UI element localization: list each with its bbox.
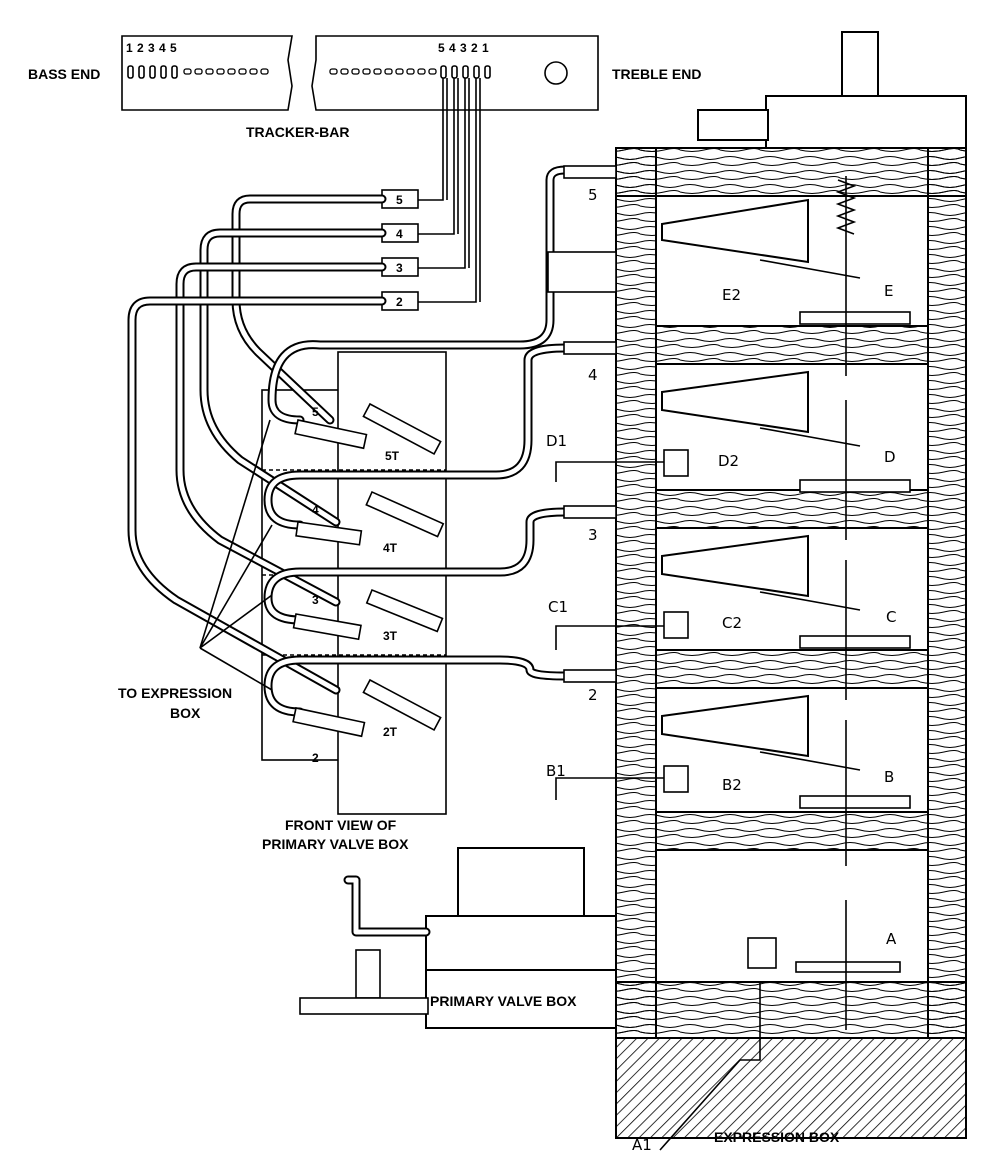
valve-c: C <box>886 608 896 626</box>
tracker-bar-label: TRACKER-BAR <box>246 124 349 140</box>
valve-port-5: 5 <box>312 405 319 419</box>
expression-box: 5 4 3 2 E2 D2 C2 B2 E D C B A D1 C1 B1 A… <box>546 31 967 1154</box>
stem-a1: A1 <box>632 1136 652 1154</box>
tube-tag-3: 3 <box>396 261 403 275</box>
valve-a: A <box>886 930 897 948</box>
tube-tag-5: 5 <box>396 193 403 207</box>
treble-hole-3: 3 <box>460 41 467 55</box>
bass-hole-numbers: 1 2 3 4 5 <box>126 41 177 55</box>
treble-hole-4: 4 <box>449 41 456 55</box>
valve-nozzles: 5 4 3 2 5T 4T 3T 2T <box>292 402 445 765</box>
lever-d2: D2 <box>718 452 739 470</box>
front-view-label-1: FRONT VIEW OF <box>285 817 397 833</box>
valve-port-4t: 4T <box>383 541 398 555</box>
to-expression-label-2: BOX <box>170 705 201 721</box>
stem-b1: B1 <box>546 762 566 780</box>
valve-b: B <box>884 768 894 786</box>
tube-tag-2: 2 <box>396 295 403 309</box>
valve-discs <box>795 176 911 1030</box>
lever-e2: E2 <box>722 286 741 304</box>
bass-hole-2: 2 <box>137 41 144 55</box>
valve-e: E <box>884 282 893 300</box>
valve-port-2t: 2T <box>383 725 398 739</box>
tracker-bar: 1 2 3 4 5 5 4 3 2 1 <box>121 35 599 111</box>
side-port-4: 4 <box>588 366 598 384</box>
valve-port-5t: 5T <box>385 449 400 463</box>
tubes-left <box>127 194 387 695</box>
pneumatics <box>661 198 861 771</box>
treble-hole-2: 2 <box>471 41 478 55</box>
shelves <box>655 325 929 851</box>
stem-d1: D1 <box>546 432 567 450</box>
valve-port-3t: 3T <box>383 629 398 643</box>
bass-end-label: BASS END <box>28 66 100 82</box>
expression-leaders <box>199 419 273 691</box>
side-port-stubs: 5 4 3 2 <box>547 165 617 704</box>
side-port-3: 3 <box>588 526 598 544</box>
bass-hole-5: 5 <box>170 41 177 55</box>
valve-port-3: 3 <box>312 593 319 607</box>
primary-valve-box <box>299 847 617 1029</box>
tube-tag-4: 4 <box>396 227 403 241</box>
valve-d: D <box>884 448 896 466</box>
primary-valve-box-label: PRIMARY VALVE BOX <box>430 993 577 1009</box>
bass-hole-4: 4 <box>159 41 166 55</box>
valve-port-4: 4 <box>312 503 319 517</box>
treble-hole-5: 5 <box>438 41 445 55</box>
lever-b2: B2 <box>722 776 742 794</box>
to-expression-label-1: TO EXPRESSION <box>118 685 232 701</box>
side-port-5: 5 <box>588 186 598 204</box>
stems <box>555 449 777 1151</box>
valve-loops <box>263 165 570 717</box>
side-port-2: 2 <box>588 686 598 704</box>
treble-end-label: TREBLE END <box>612 66 701 82</box>
lever-c2: C2 <box>722 614 742 632</box>
valve-port-2: 2 <box>312 751 319 765</box>
bass-hole-1: 1 <box>126 41 133 55</box>
stem-c1: C1 <box>548 598 568 616</box>
bass-hole-3: 3 <box>148 41 155 55</box>
treble-holes: 5 4 3 2 1 <box>438 41 568 85</box>
treble-hole-1: 1 <box>482 41 489 55</box>
front-view-label-2: PRIMARY VALVE BOX <box>262 836 409 852</box>
tracker-leads <box>418 78 481 303</box>
tube-tags: 5 4 3 2 <box>381 189 419 311</box>
expression-box-label: EXPRESSION BOX <box>714 1129 840 1145</box>
bass-holes: 1 2 3 4 5 <box>126 41 437 79</box>
